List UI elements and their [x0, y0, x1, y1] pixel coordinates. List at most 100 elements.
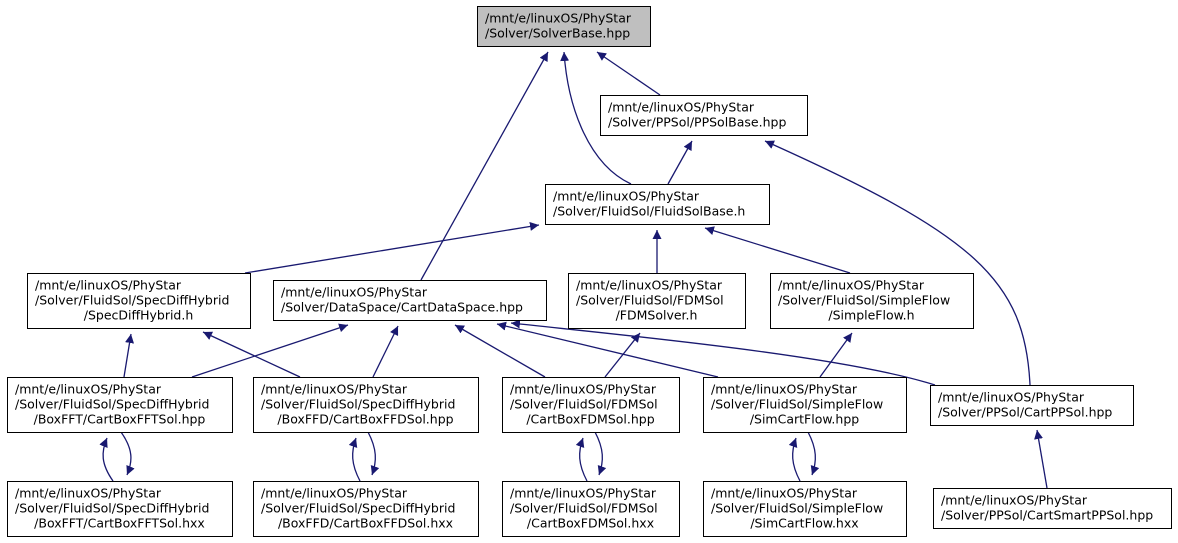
node-box [7, 377, 233, 433]
node-box [502, 377, 680, 433]
node-label-line: /mnt/e/linuxOS/PhyStar [261, 486, 408, 501]
node-label-line: /mnt/e/linuxOS/PhyStar [15, 486, 162, 501]
edge-cartboxfdm_hpp-to-cart_data_space [454, 324, 546, 378]
edge-cartboxfft_hpp-to-cart_data_space [191, 323, 349, 378]
edge-cartboxffd_hpp-to-cart_data_space [372, 325, 399, 378]
node-label-line: /Solver/FluidSol/SpecDiffHybrid [15, 397, 209, 412]
node-cartboxffd_hpp[interactable]: /mnt/e/linuxOS/PhyStar/Solver/FluidSol/S… [253, 377, 479, 433]
node-label-line: /Solver/FluidSol/SpecDiffHybrid [261, 397, 455, 412]
node-label-line: /Solver/FluidSol/SimpleFlow [711, 501, 883, 516]
node-cartboxffd_hxx[interactable]: /mnt/e/linuxOS/PhyStar/Solver/FluidSol/S… [253, 481, 479, 537]
node-box [600, 95, 808, 136]
edge-cartboxfdm_hpp-to-cartboxfdm_hxx [594, 431, 607, 476]
node-cartboxfdm_hxx[interactable]: /mnt/e/linuxOS/PhyStar/Solver/FluidSol/F… [502, 481, 680, 537]
edge-cartboxffd_hpp-to-cartboxffd_hxx [367, 431, 380, 476]
node-box [7, 481, 233, 537]
node-label-line: /mnt/e/linuxOS/PhyStar [711, 382, 858, 397]
node-label-line: /mnt/e/linuxOS/PhyStar [938, 390, 1085, 405]
node-label-line: /Solver/FluidSol/SimpleFlow [711, 397, 883, 412]
node-simcartflow_hpp[interactable]: /mnt/e/linuxOS/PhyStar/Solver/FluidSol/S… [703, 377, 907, 433]
node-specdiff_hybrid[interactable]: /mnt/e/linuxOS/PhyStar/Solver/FluidSol/S… [27, 273, 251, 329]
node-label-line: /SimCartFlow.hpp [750, 412, 859, 427]
edge-cartboxfft_hxx-to-cartboxfft_hpp [99, 437, 114, 482]
node-label-line: /CartBoxFDMSol.hxx [527, 516, 654, 531]
edge-ppsol_base-to-solver_base [596, 51, 661, 96]
node-label-line: /SimCartFlow.hxx [750, 516, 858, 531]
node-label-line: /mnt/e/linuxOS/PhyStar [553, 189, 700, 204]
node-cartboxfft_hpp[interactable]: /mnt/e/linuxOS/PhyStar/Solver/FluidSol/S… [7, 377, 233, 433]
node-label-line: /mnt/e/linuxOS/PhyStar [35, 278, 182, 293]
node-box [253, 377, 479, 433]
edge-simcartflow_hxx-to-simcartflow_hpp [788, 437, 801, 482]
node-label-line: /mnt/e/linuxOS/PhyStar [778, 278, 925, 293]
node-label-line: /Solver/FluidSol/FDMSol [510, 501, 658, 516]
node-label-line: /CartBoxFDMSol.hpp [526, 412, 654, 427]
node-box [545, 184, 770, 225]
node-label-line: /Solver/FluidSol/FDMSol [510, 397, 658, 412]
node-label-line: /Solver/FluidSol/FluidSolBase.h [553, 204, 745, 219]
edge-cartppsol-to-ppsol_base [764, 140, 1031, 386]
node-simcartflow_hxx[interactable]: /mnt/e/linuxOS/PhyStar/Solver/FluidSol/S… [703, 481, 907, 537]
node-label-line: /mnt/e/linuxOS/PhyStar [608, 100, 755, 115]
node-label-line: /SpecDiffHybrid.h [84, 308, 194, 323]
node-ppsol_base[interactable]: /mnt/e/linuxOS/PhyStar/Solver/PPSol/PPSo… [600, 95, 808, 136]
edge-cartboxfft_hpp-to-cartboxfft_hxx [120, 431, 135, 476]
node-label-line: /mnt/e/linuxOS/PhyStar [510, 382, 657, 397]
edge-simcartflow_hpp-to-cart_data_space [496, 321, 719, 378]
node-label-line: /mnt/e/linuxOS/PhyStar [576, 278, 723, 293]
edge-fluidsol_base-to-ppsol_base [667, 140, 693, 185]
node-label-line: /mnt/e/linuxOS/PhyStar [711, 486, 858, 501]
node-box [703, 481, 907, 537]
edge-cartboxfft_hpp-to-specdiff_hybrid [123, 333, 134, 378]
node-label-line: /SimpleFlow.h [828, 308, 914, 323]
node-label-line: /Solver/FluidSol/FDMSol [576, 293, 724, 308]
node-label-line: /mnt/e/linuxOS/PhyStar [261, 382, 408, 397]
node-label-line: /Solver/FluidSol/SpecDiffHybrid [261, 501, 455, 516]
node-simple_flow[interactable]: /mnt/e/linuxOS/PhyStar/Solver/FluidSol/S… [770, 273, 974, 329]
node-label-line: /Solver/SolverBase.hpp [485, 26, 630, 41]
node-label-line: /BoxFFD/CartBoxFFDSol.hpp [277, 412, 453, 427]
node-label-line: /Solver/PPSol/CartSmartPPSol.hpp [941, 508, 1153, 523]
node-label-line: /BoxFFT/CartBoxFFTSol.hxx [34, 516, 205, 531]
node-box [703, 377, 907, 433]
node-box [930, 385, 1134, 426]
node-label-line: /mnt/e/linuxOS/PhyStar [510, 486, 657, 501]
edge-simcartflow_hpp-to-simple_flow [819, 332, 853, 378]
node-label-line: /mnt/e/linuxOS/PhyStar [281, 285, 428, 300]
edges-layer [99, 51, 1048, 489]
node-box [477, 6, 651, 47]
edge-cartboxfdm_hxx-to-cartboxfdm_hpp [575, 437, 588, 482]
node-cart_data_space[interactable]: /mnt/e/linuxOS/PhyStar/Solver/DataSpace/… [273, 280, 547, 321]
edge-simple_flow-to-fluidsol_base [704, 226, 851, 274]
edge-cartboxffd_hxx-to-cartboxffd_hpp [348, 437, 361, 482]
edge-cart_data_space-to-solver_base [420, 51, 549, 281]
node-label-line: /mnt/e/linuxOS/PhyStar [941, 493, 1088, 508]
edge-cartboxffd_hpp-to-specdiff_hybrid [202, 331, 301, 378]
node-box [933, 488, 1172, 529]
edge-specdiff_hybrid-to-fluidsol_base [244, 222, 540, 274]
node-fluidsol_base[interactable]: /mnt/e/linuxOS/PhyStar/Solver/FluidSol/F… [545, 184, 770, 225]
edge-cartsmartppsol-to-cartppsol [1034, 429, 1048, 489]
node-label-line: /Solver/FluidSol/SpecDiffHybrid [35, 293, 229, 308]
node-label-line: /mnt/e/linuxOS/PhyStar [485, 11, 632, 26]
node-label-line: /Solver/FluidSol/SpecDiffHybrid [15, 501, 209, 516]
node-fdm_solver[interactable]: /mnt/e/linuxOS/PhyStar/Solver/FluidSol/F… [568, 273, 746, 329]
edge-simcartflow_hpp-to-simcartflow_hxx [807, 431, 820, 476]
node-cartppsol[interactable]: /mnt/e/linuxOS/PhyStar/Solver/PPSol/Cart… [930, 385, 1134, 426]
node-label-line: /Solver/PPSol/CartPPSol.hpp [938, 405, 1112, 420]
nodes-layer: /mnt/e/linuxOS/PhyStar/Solver/SolverBase… [7, 6, 1172, 537]
edge-fluidsol_base-to-solver_base [560, 51, 632, 185]
node-label-line: /Solver/FluidSol/SimpleFlow [778, 293, 950, 308]
node-cartsmartppsol[interactable]: /mnt/e/linuxOS/PhyStar/Solver/PPSol/Cart… [933, 488, 1172, 529]
edge-cartppsol-to-cart_data_space [510, 319, 936, 386]
node-label-line: /BoxFFD/CartBoxFFDSol.hxx [278, 516, 453, 531]
node-label-line: /mnt/e/linuxOS/PhyStar [15, 382, 162, 397]
node-label-line: /Solver/DataSpace/CartDataSpace.hpp [281, 300, 523, 315]
node-cartboxfdm_hpp[interactable]: /mnt/e/linuxOS/PhyStar/Solver/FluidSol/F… [502, 377, 680, 433]
node-cartboxfft_hxx[interactable]: /mnt/e/linuxOS/PhyStar/Solver/FluidSol/S… [7, 481, 233, 537]
node-label-line: /FDMSolver.h [616, 308, 698, 323]
node-box [27, 273, 251, 329]
node-box [770, 273, 974, 329]
node-box [253, 481, 479, 537]
